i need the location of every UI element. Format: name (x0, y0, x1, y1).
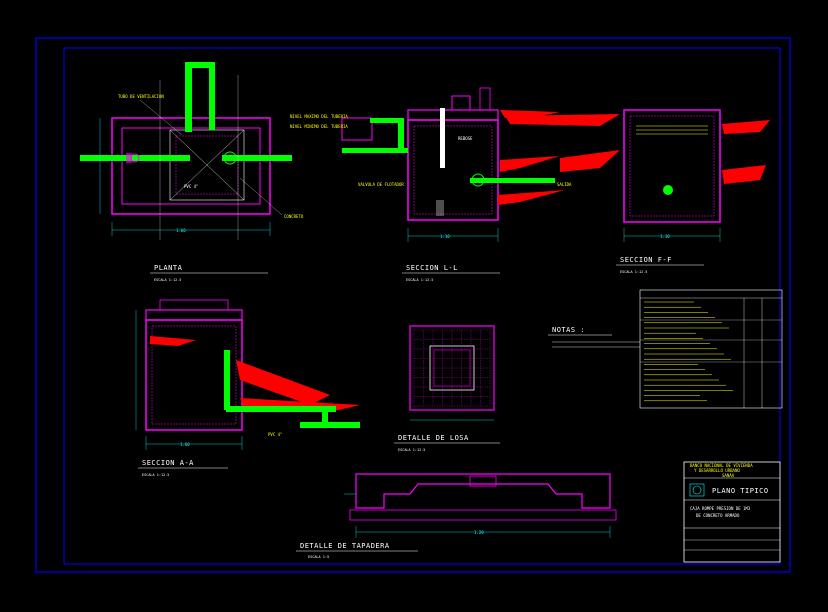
planta-title: PLANTA (154, 264, 183, 272)
seccion-ll-rebose: REBOSE (458, 136, 473, 141)
seccion-ll-scale: ESCALA 1:12.5 (406, 278, 433, 282)
seccion-aa-view: PVC 4" 1.60 (135, 299, 360, 450)
detalle-tapadera-scale: ESCALA 1:5 (308, 555, 329, 559)
seccion-ff-title: SECCION F-F (620, 256, 672, 264)
detalle-losa-scale: ESCALA 1:12.5 (398, 448, 425, 452)
planta-tubo-label: TUBO DE VENTILACION (118, 94, 164, 99)
detalle-tapadera-title: DETALLE DE TAPADERA (300, 542, 390, 550)
seccion-aa-pvc: PVC 4" (268, 432, 282, 437)
seccion-ll-valvula: VALVULA DE FLOTADOR (358, 182, 404, 187)
org-line-2: Y DESARROLLO URBANO (694, 468, 740, 473)
title-block (683, 461, 781, 563)
svg-text:1.10: 1.10 (660, 234, 670, 239)
seccion-ll-inlet (342, 148, 408, 153)
seccion-aa-outlet (226, 406, 336, 412)
desc-line-2: DE CONCRETO ARMADO (696, 513, 740, 518)
seccion-ff-view: 1.10 (505, 109, 770, 242)
planta-scale: ESCALA 1:12.5 (154, 278, 181, 282)
materials-table-rows (644, 301, 733, 402)
planta-view: TUBO DE VENTILACION CONCRETO 1.60 PVC 4" (80, 62, 304, 240)
seccion-ll-nivel-min: NIVEL MINIMO DEL TUBERIA (290, 124, 348, 129)
losa-rebar-grid (413, 329, 491, 407)
seccion-ll-view: NIVEL MAXIMO DEL TUBERIA NIVEL MINIMO DE… (290, 87, 572, 242)
notas-title: NOTAS : (552, 326, 585, 334)
tapadera-lid (355, 473, 611, 509)
seccion-ll-outlet (470, 178, 555, 183)
desc-line-1: CAJA ROMPE PRESION DE 1M3 (690, 506, 751, 511)
svg-text:1.20: 1.20 (474, 530, 484, 535)
seccion-ff-scale: ESCALA 1:12.5 (620, 270, 647, 274)
org-line-1: BANCO NACIONAL DE VIVIENDA (690, 463, 753, 468)
seccion-ll-title: SECCION L-L (406, 264, 458, 272)
losa-slab (409, 325, 495, 411)
svg-text:1.60: 1.60 (180, 442, 190, 447)
seccion-ll-salida: SALIDA (557, 182, 572, 187)
seccion-aa-scale: ESCALA 1:12.5 (142, 473, 169, 477)
svg-text:1.10: 1.10 (440, 234, 450, 239)
planta-pvc-label: PVC 4" (184, 184, 198, 189)
planta-inlet-pipe (80, 155, 190, 161)
svg-text:1.60: 1.60 (176, 228, 186, 233)
seccion-aa-title: SECCION A-A (142, 459, 194, 467)
materials-table (639, 289, 783, 409)
sheet-border-inner (63, 47, 781, 565)
seccion-ff-tank (623, 109, 721, 223)
sheet-border-outer (35, 37, 791, 573)
detalle-losa-title: DETALLE DE LOSA (398, 434, 469, 442)
plan-name: PLANO TIPICO (712, 487, 769, 495)
detalle-tapadera-view: 1.20 (344, 473, 617, 538)
seccion-ll-nivel-max: NIVEL MAXIMO DEL TUBERIA (290, 114, 348, 119)
planta-concreto-label: CONCRETO (284, 214, 304, 219)
planta-outlet-pipe (222, 155, 292, 161)
org-line-3: SANAA (722, 473, 735, 478)
